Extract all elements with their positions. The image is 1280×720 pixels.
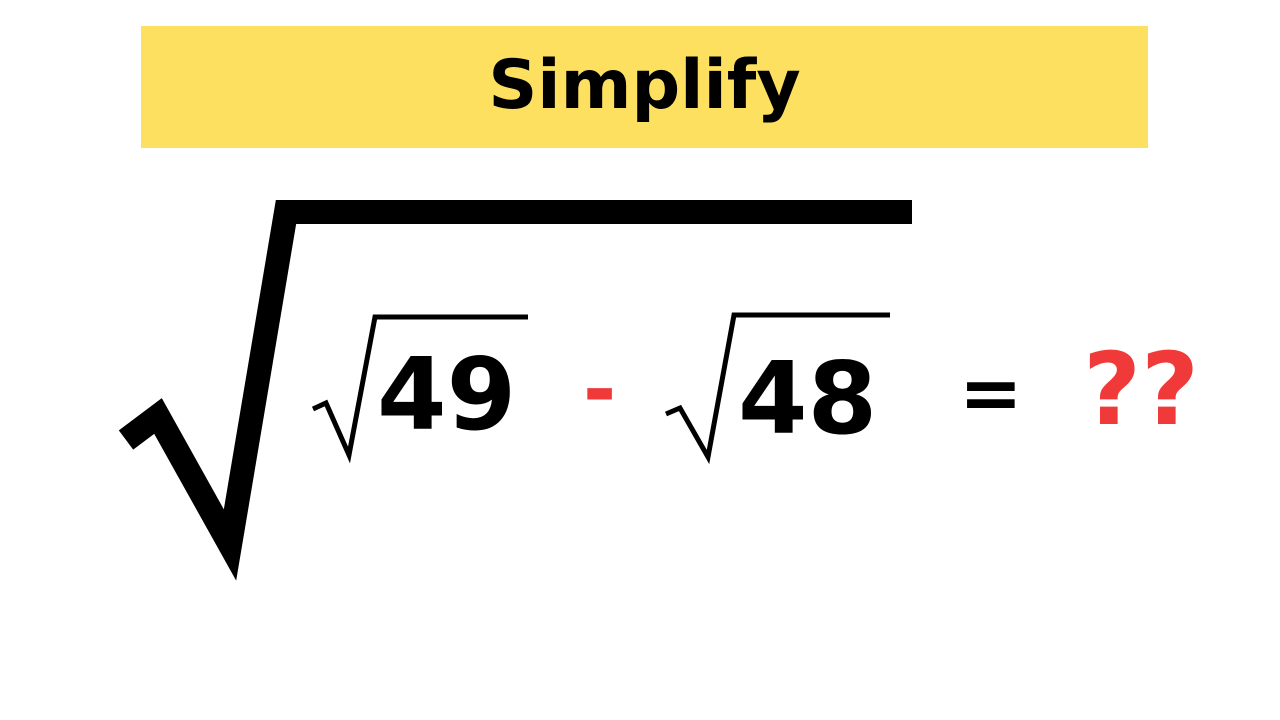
equals-sign: =: [959, 348, 1023, 437]
unknown-answer: ??: [1083, 331, 1200, 448]
second-radicand: 48: [738, 340, 878, 457]
minus-operator: -: [583, 343, 617, 436]
title-banner: Simplify: [141, 26, 1148, 148]
first-radicand: 49: [377, 336, 517, 453]
banner-title: Simplify: [488, 45, 801, 125]
